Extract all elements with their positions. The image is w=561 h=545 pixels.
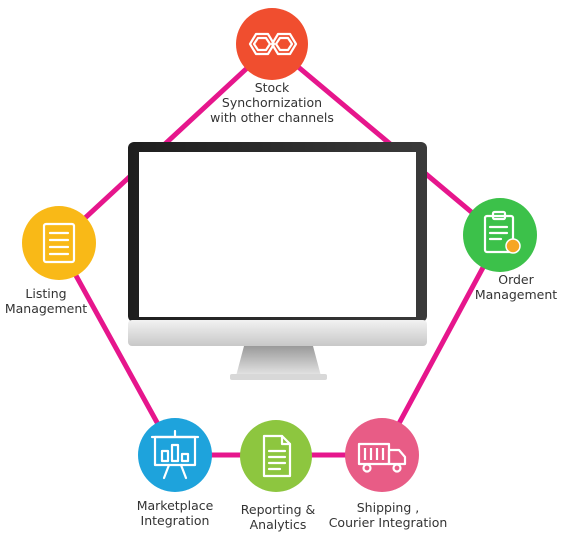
connector-order-shipping — [379, 233, 503, 458]
presentation-board-icon — [150, 429, 200, 480]
listing-node — [22, 206, 96, 280]
shipping-label: Shipping , Courier Integration — [323, 500, 453, 530]
truck-icon — [357, 442, 407, 473]
label-line: Management — [474, 287, 558, 302]
clipboard-icon — [483, 210, 521, 254]
label-line: Shipping , — [356, 500, 420, 515]
reporting-node — [240, 420, 312, 492]
label-line: Management — [4, 301, 88, 316]
stock-label: Stock Synchornization with other channel… — [200, 80, 344, 125]
label-line: Marketplace — [136, 498, 214, 513]
order-node — [463, 198, 537, 272]
order-label: Order Management — [465, 272, 561, 302]
list-icon — [42, 222, 76, 264]
hexagons-icon — [248, 32, 298, 56]
listing-label: Listing Management — [0, 286, 92, 316]
label-line: Courier Integration — [328, 515, 448, 530]
shipping-node — [345, 418, 419, 492]
stock-node — [236, 8, 308, 80]
reporting-label: Reporting & Analytics — [226, 502, 330, 532]
document-icon — [262, 434, 292, 478]
marketplace-node — [138, 418, 212, 492]
monitor-image — [128, 142, 427, 380]
label-line: Synchornization — [221, 95, 323, 110]
label-line: with other channels — [210, 110, 334, 125]
marketplace-label: Marketplace Integration — [125, 498, 225, 528]
label-line: Reporting & — [240, 502, 316, 517]
label-line: Analytics — [249, 517, 307, 532]
label-line: Stock — [254, 80, 290, 95]
connector-stock-order — [269, 42, 503, 239]
connector-marketplace-listing — [55, 240, 178, 458]
label-line: Order — [498, 272, 534, 287]
label-line: Listing — [25, 286, 67, 301]
label-line: Integration — [140, 513, 210, 528]
